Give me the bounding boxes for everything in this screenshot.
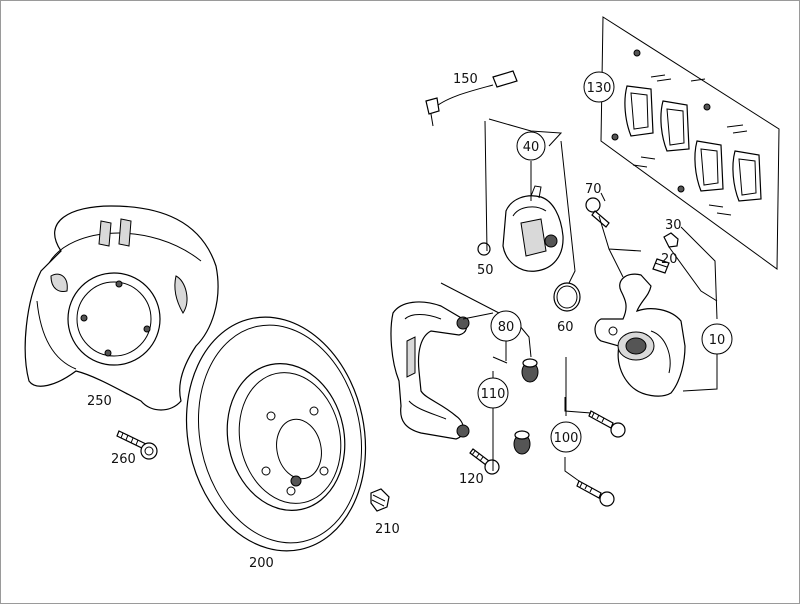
brake-pad (660, 100, 690, 152)
screw-210 (370, 488, 390, 512)
screw-70 (585, 197, 610, 228)
callout-40: 40 (516, 131, 546, 161)
callout-100: 100 (550, 421, 582, 453)
splash-shield (24, 205, 219, 411)
label-150: 150 (453, 72, 478, 87)
guide-bushings (513, 358, 539, 455)
callout-label-130: 130 (587, 81, 612, 96)
label-200: 200 (249, 556, 274, 571)
brake-pad (732, 150, 762, 202)
parking-brake-actuator (502, 185, 564, 272)
label-70: 70 (585, 182, 602, 197)
callout-label-80: 80 (498, 320, 515, 335)
brake-pad (624, 85, 654, 137)
leader-lines (440, 118, 718, 482)
bolt-260 (116, 430, 158, 460)
callout-label-100: 100 (554, 431, 579, 446)
wear-sensor (425, 70, 518, 127)
brake-pad-kit-panel (600, 16, 780, 270)
label-120: 120 (459, 472, 484, 487)
callout-110: 110 (477, 377, 509, 409)
label-210: 210 (375, 522, 400, 537)
bolt-120 (469, 448, 500, 475)
caliper-carrier (390, 301, 470, 440)
brake-caliper (594, 273, 686, 397)
brake-disc (185, 316, 367, 552)
label-260: 260 (111, 452, 136, 467)
brake-pad (694, 140, 724, 192)
label-30: 30 (665, 218, 682, 233)
bolts-100 (576, 410, 626, 507)
callout-130: 130 (583, 71, 615, 103)
callout-label-40: 40 (523, 140, 540, 155)
callout-10: 10 (701, 323, 733, 355)
label-250: 250 (87, 394, 112, 409)
seal-ring (553, 282, 581, 312)
label-50: 50 (477, 263, 494, 278)
bleeder-valve (652, 258, 670, 274)
callout-label-110: 110 (481, 387, 506, 402)
label-60: 60 (557, 320, 574, 335)
dust-cap (663, 232, 679, 248)
screw-50 (477, 242, 491, 256)
label-20: 20 (661, 252, 678, 267)
callout-label-10: 10 (709, 333, 726, 348)
callout-80: 80 (490, 310, 522, 342)
